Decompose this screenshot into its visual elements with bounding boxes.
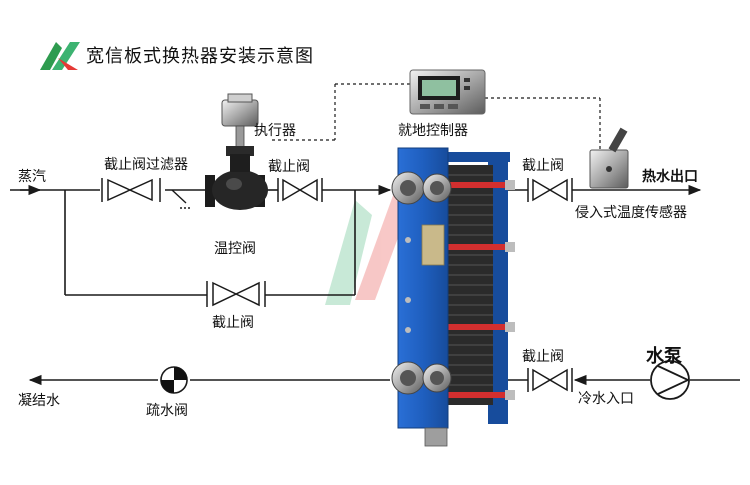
label-stop-valve-bypass: 截止阀 bbox=[212, 315, 254, 331]
temp-control-valve[interactable] bbox=[205, 93, 268, 210]
label-stop-valve-filter: 截止阀过滤器 bbox=[104, 157, 188, 173]
stop-valve-outlet-symbol[interactable] bbox=[527, 178, 573, 202]
controller-device[interactable] bbox=[409, 69, 486, 115]
label-drain-valve: 疏水阀 bbox=[146, 403, 188, 419]
label-controller: 就地控制器 bbox=[398, 123, 468, 139]
label-actuator: 执行器 bbox=[254, 123, 296, 139]
label-cold-water-in: 冷水入口 bbox=[578, 391, 634, 407]
plate-heat-exchanger[interactable] bbox=[391, 147, 515, 447]
steam-trap-symbol[interactable] bbox=[160, 366, 188, 394]
stop-valve-inlet-symbol[interactable] bbox=[527, 368, 573, 392]
brand-logo bbox=[40, 42, 80, 70]
control-signal-lines bbox=[270, 83, 601, 150]
stop-valve-bypass-symbol[interactable] bbox=[206, 281, 266, 307]
strainer-symbol bbox=[171, 189, 192, 209]
stop-valve-2-symbol[interactable] bbox=[277, 178, 323, 202]
label-temp-control-valve: 温控阀 bbox=[214, 241, 256, 257]
label-condensate: 凝结水 bbox=[18, 393, 60, 409]
immersion-sensor[interactable] bbox=[589, 127, 629, 189]
label-stop-valve-2: 截止阀 bbox=[268, 159, 310, 175]
label-stop-valve-inlet: 截止阀 bbox=[522, 349, 564, 365]
label-hot-water-out: 热水出口 bbox=[642, 169, 698, 185]
label-pump: 水泵 bbox=[646, 346, 682, 367]
pump-symbol[interactable] bbox=[650, 360, 691, 400]
stop-valve-filter-symbol[interactable] bbox=[101, 178, 161, 202]
label-temp-sensor: 侵入式温度传感器 bbox=[575, 205, 687, 221]
pipe-network bbox=[10, 184, 740, 386]
page-title: 宽信板式换热器安装示意图 bbox=[86, 46, 314, 67]
label-steam: 蒸汽 bbox=[18, 169, 46, 185]
label-stop-valve-outlet: 截止阀 bbox=[522, 158, 564, 174]
